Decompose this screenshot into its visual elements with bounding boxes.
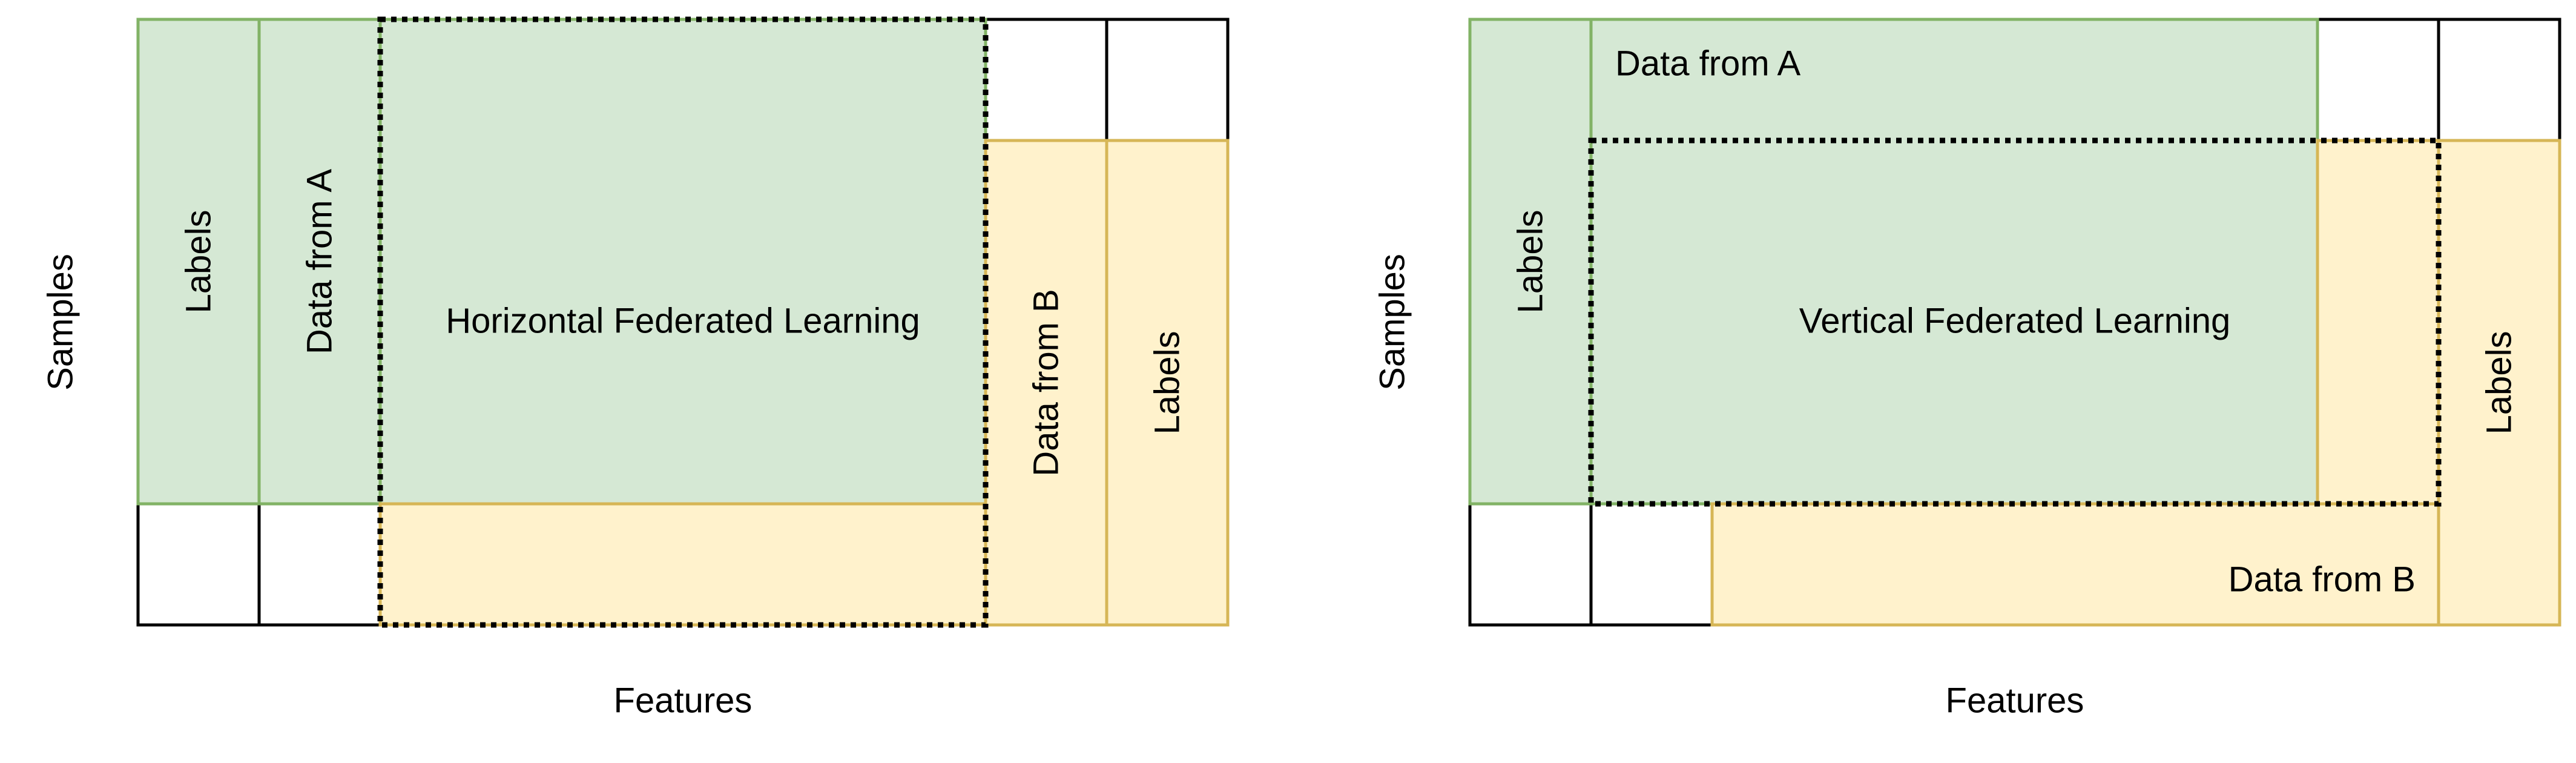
- party-b-labels-block: [1105, 139, 1230, 627]
- empty-cell-top-1: [2316, 18, 2440, 142]
- empty-cell-bottom-2: [257, 502, 382, 627]
- features-axis-label: Features: [1946, 681, 2084, 721]
- party-a-labels-text: Labels: [179, 210, 219, 314]
- party-b-labels-text: Labels: [2480, 331, 2519, 435]
- diagram-title: Horizontal Federated Learning: [446, 302, 920, 341]
- party-b-data-bottom: [378, 502, 987, 627]
- features-axis-label: Features: [614, 681, 753, 721]
- horizontal-fl-diagram: Samples Features Labels Data from A Hori…: [41, 16, 1230, 721]
- party-a-data-block: [257, 18, 987, 506]
- vertical-fl-diagram: Samples Features Labels Data from A Vert…: [1373, 18, 2561, 721]
- overlap-region-outline: [1588, 137, 2442, 507]
- empty-cell-bottom-1: [136, 502, 261, 627]
- party-b-labels-block: [2437, 139, 2561, 627]
- samples-axis-label: Samples: [1373, 254, 1412, 391]
- samples-axis-label: Samples: [41, 254, 81, 391]
- empty-cell-top-1: [984, 18, 1108, 142]
- party-b-data-block: [984, 139, 1108, 627]
- party-b-data-right: [2316, 139, 2440, 506]
- party-a-data-text: Data from A: [1615, 44, 1801, 84]
- party-a-labels-block: [136, 18, 261, 506]
- party-b-data-text: Data from B: [2228, 560, 2416, 600]
- empty-cell-top-2: [2437, 18, 2561, 142]
- party-a-labels-text: Labels: [1511, 210, 1550, 314]
- empty-cell-bottom-2: [1589, 502, 1714, 627]
- empty-cell-top-2: [1105, 18, 1230, 142]
- diagram-title: Vertical Federated Learning: [1799, 302, 2231, 341]
- party-a-data-text: Data from A: [300, 169, 340, 355]
- empty-cell-bottom-1: [1468, 502, 1593, 627]
- party-b-labels-text: Labels: [1148, 331, 1187, 435]
- party-b-data-text: Data from B: [1027, 289, 1066, 476]
- party-a-data-block: [1589, 18, 2319, 506]
- overlap-region-outline: [377, 16, 989, 628]
